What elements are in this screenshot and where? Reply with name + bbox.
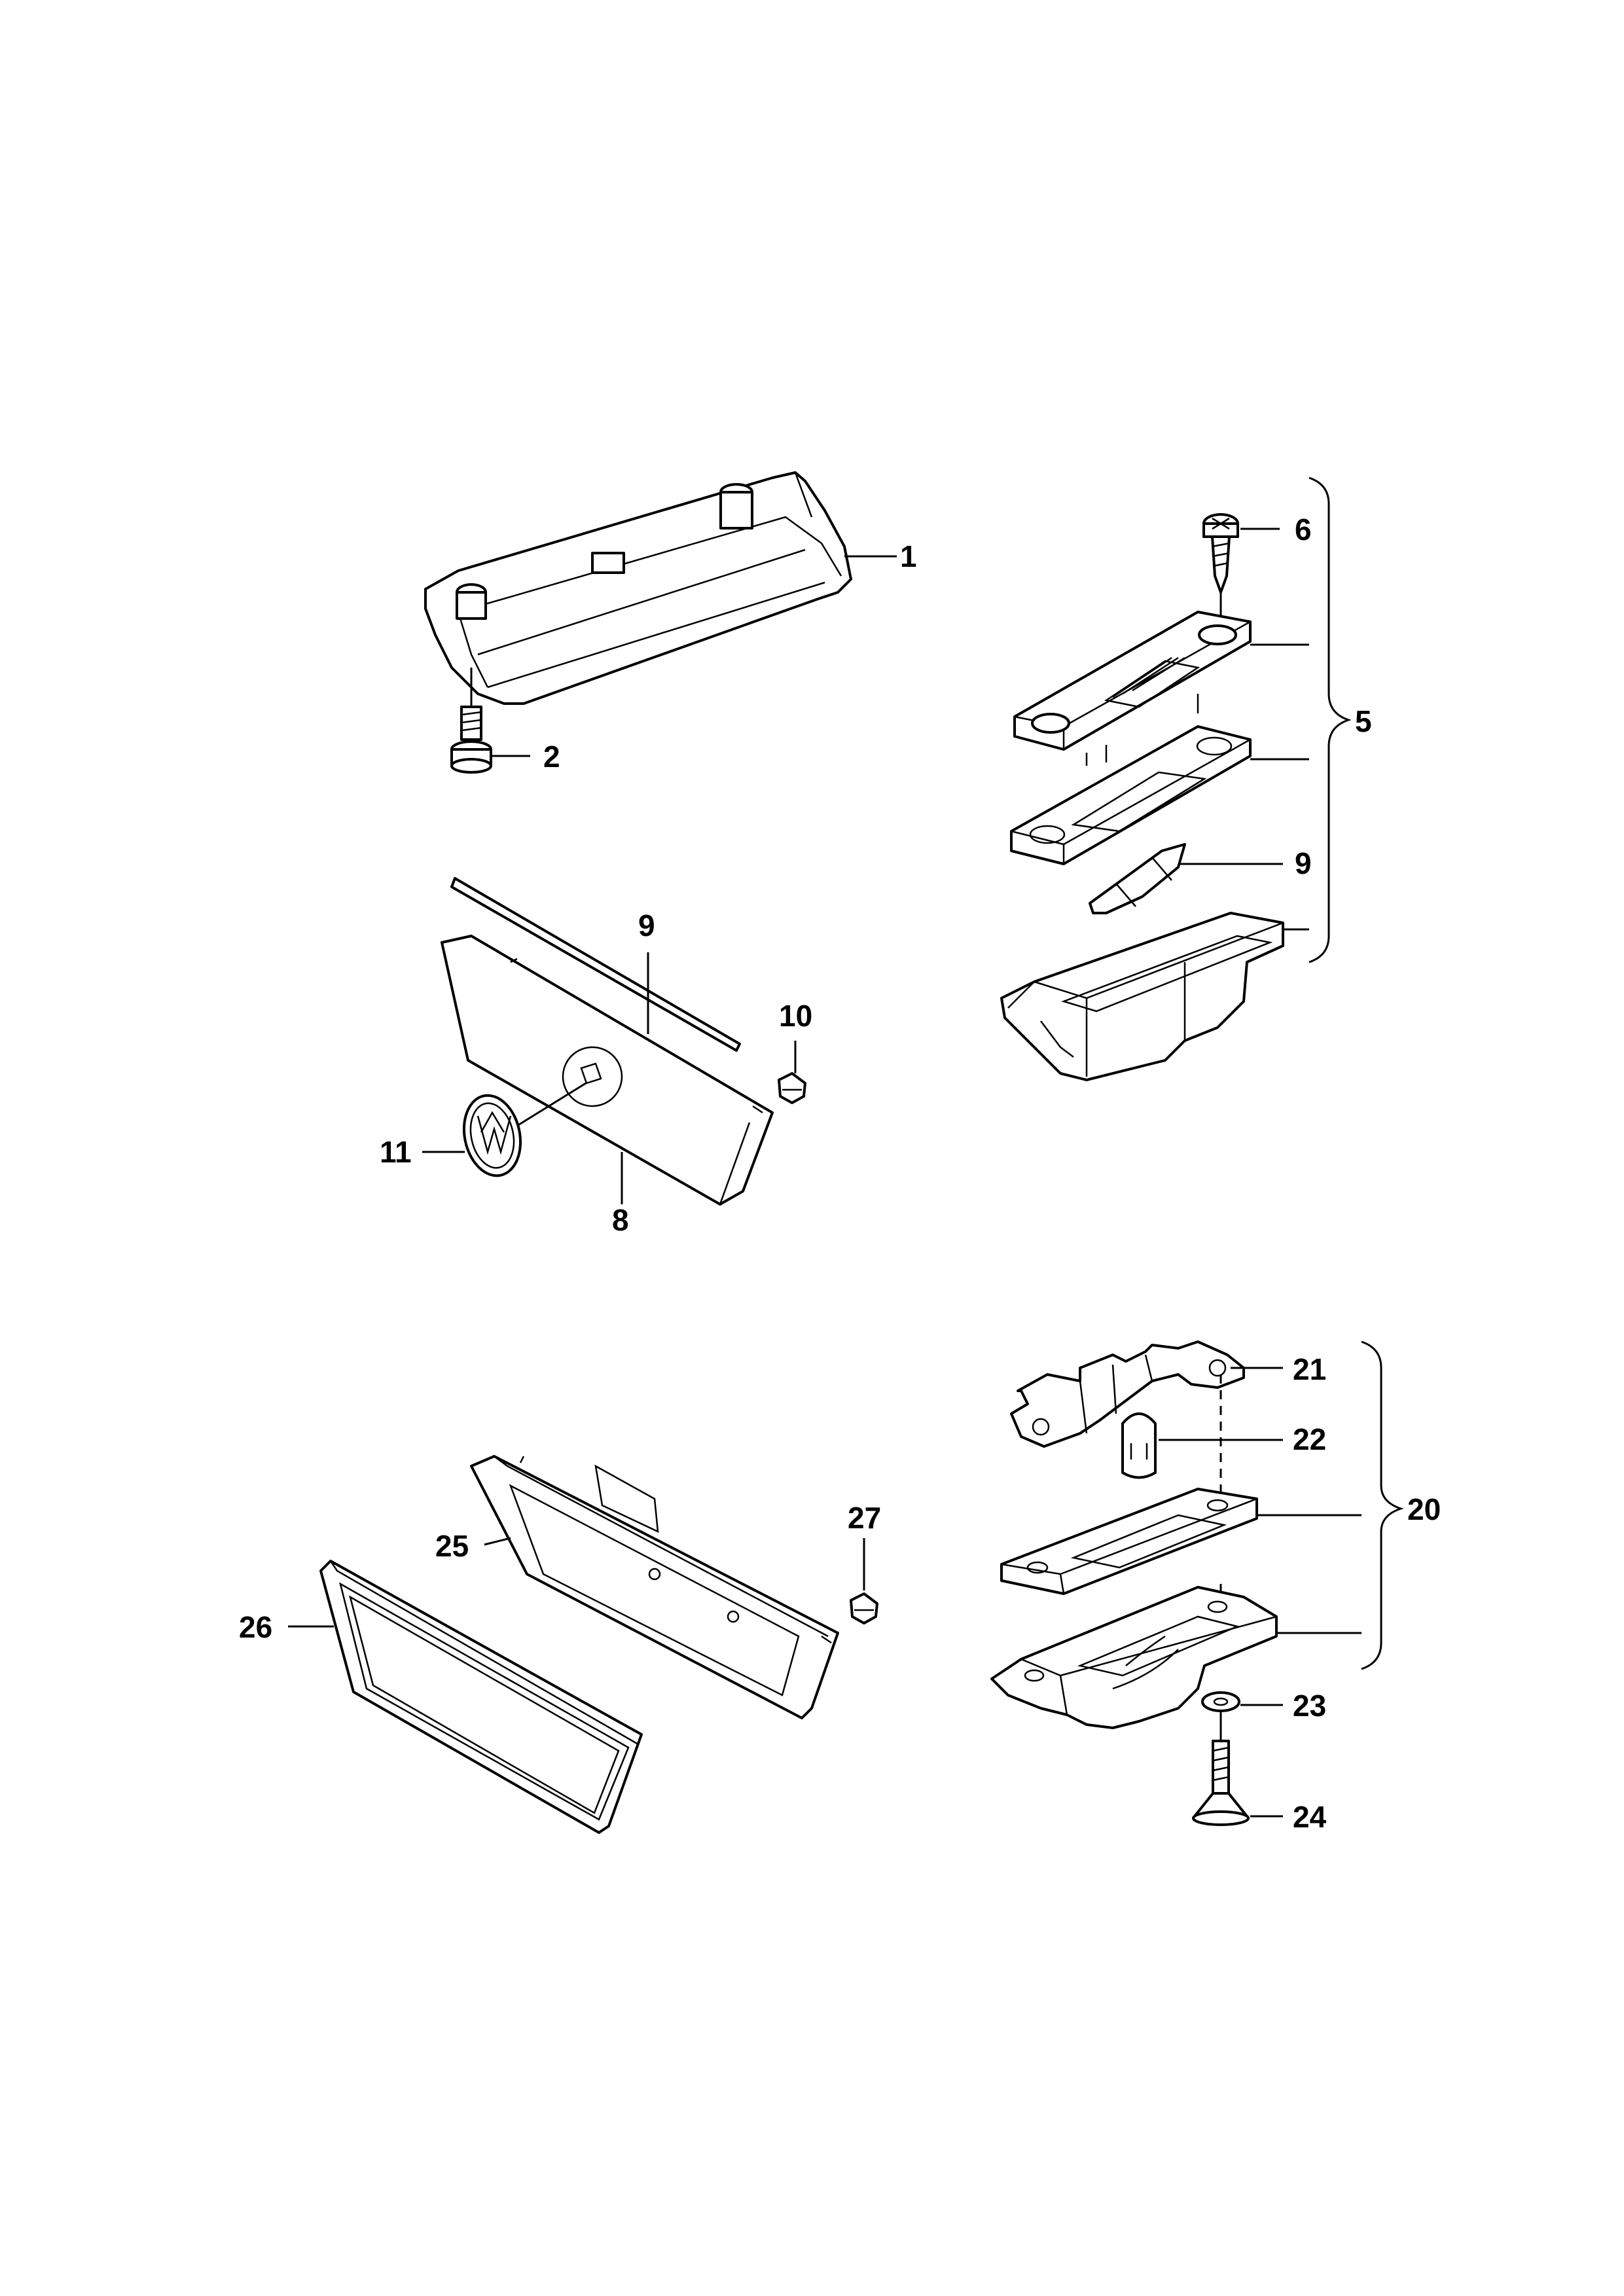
leader-lines <box>288 528 1362 1818</box>
part-lamp-housing-lower <box>990 1586 1278 1729</box>
part-22-bulb <box>1121 1412 1157 1479</box>
callout-6: 6 <box>1295 512 1312 547</box>
part-lamp-housing <box>1000 912 1284 1081</box>
callout-5: 5 <box>1355 704 1372 738</box>
brace-5 <box>1308 476 1352 963</box>
part-9-seal-strip <box>450 877 741 1052</box>
part-10-clip <box>778 1072 806 1104</box>
part-26-lens-frame <box>319 1560 643 1834</box>
callout-24: 24 <box>1293 1800 1327 1834</box>
part-25-trim-frame <box>470 1455 839 1719</box>
part-6-screw <box>1202 513 1239 628</box>
part-lamp-gasket <box>1010 725 1252 865</box>
part-23-washer <box>1201 1691 1240 1712</box>
part-lamp-lens <box>1013 611 1252 766</box>
callout-25: 25 <box>435 1529 469 1563</box>
callout-20: 20 <box>1407 1492 1441 1526</box>
callout-1: 1 <box>900 539 917 573</box>
callout-22: 22 <box>1293 1422 1326 1456</box>
callout-11: 11 <box>380 1135 412 1169</box>
callout-26: 26 <box>239 1610 272 1644</box>
callout-21: 21 <box>1293 1352 1326 1386</box>
callout-2: 2 <box>543 740 560 774</box>
part-27-clip <box>850 1592 878 1624</box>
part-11-vw-emblem <box>462 1082 586 1177</box>
part-lamp-lens-lower <box>1000 1488 1258 1595</box>
callout-23: 23 <box>1293 1689 1326 1723</box>
callout-27: 27 <box>848 1501 881 1535</box>
brace-20 <box>1361 1340 1404 1670</box>
part-1-handle-housing <box>424 471 852 705</box>
callout-9-lens: 9 <box>1295 846 1312 880</box>
part-bulb <box>1089 843 1186 914</box>
callout-9-seal: 9 <box>638 908 655 942</box>
callout-labels: 1 2 5 6 9 9 10 11 8 21 22 20 23 24 25 26… <box>239 512 1441 1834</box>
part-21-bracket <box>1010 1340 1245 1448</box>
part-2-screw <box>450 668 492 774</box>
part-8-trim-panel <box>441 935 774 1206</box>
callout-8: 8 <box>612 1203 629 1237</box>
callout-10: 10 <box>779 999 812 1033</box>
part-24-screw <box>1192 1712 1250 1826</box>
